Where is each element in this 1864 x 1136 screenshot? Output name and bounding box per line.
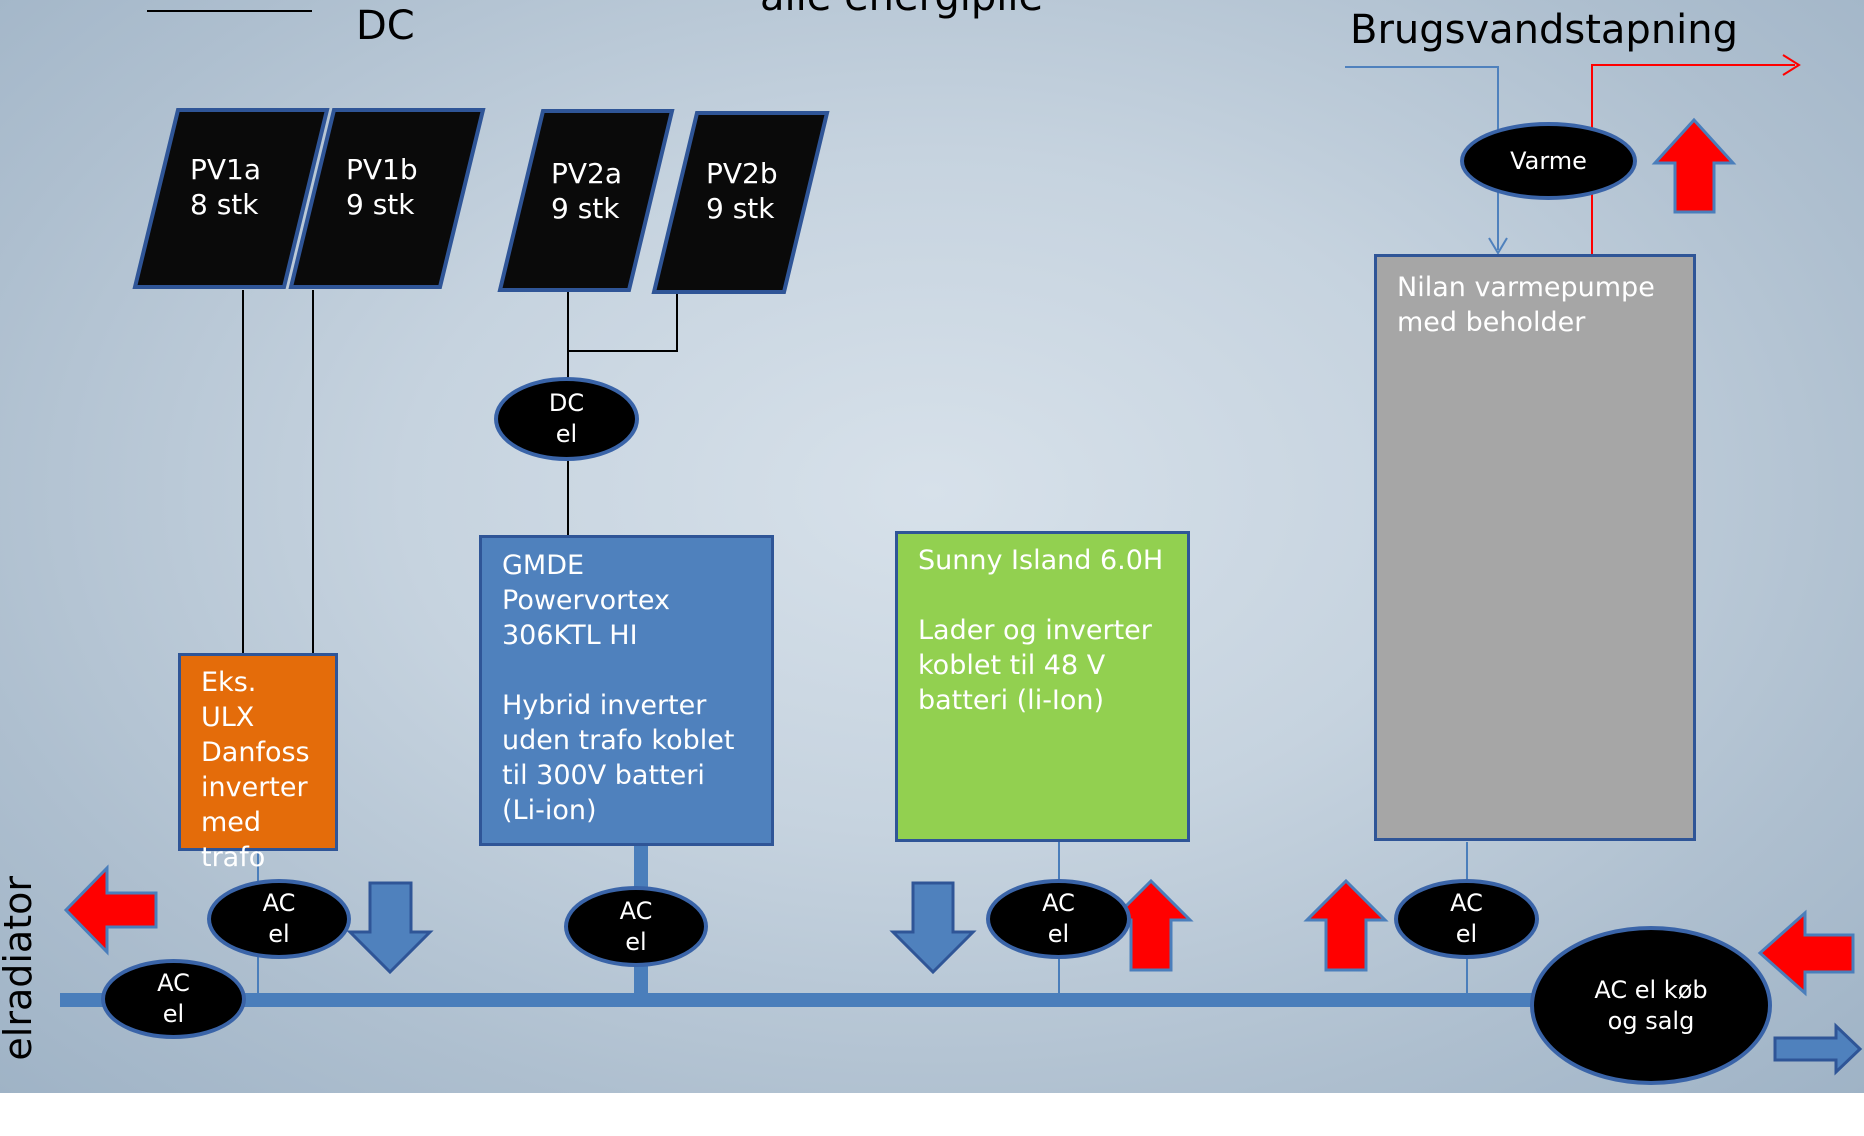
pv2b-panel [651, 111, 830, 294]
dc-wire-pv2b [568, 292, 678, 352]
ac-el-node-sunny: AC el [986, 879, 1131, 959]
center-title: alle energipile [760, 0, 1043, 20]
varme-node: Varme [1460, 122, 1637, 200]
red-up-arrow-icon [1651, 117, 1737, 214]
ac-el-node-powervortex: AC el [564, 886, 708, 967]
red-left-arrow-icon [1757, 909, 1855, 997]
pv2b-label: PV2b 9 stk [706, 157, 778, 225]
powervortex-inverter-box: GMDE Powervortex 306KTL HI Hybrid invert… [479, 535, 774, 846]
pv2a-panel [497, 109, 675, 292]
pv2a-label: PV2a 9 stk [551, 157, 623, 225]
right-title: Brugsvandstapning [1350, 7, 1739, 53]
ac-el-node-radiator: AC el [101, 959, 246, 1039]
left-vertical-label: elradiator [0, 876, 40, 1061]
red-left-arrow-icon [63, 864, 158, 956]
ac-el-node-nilan: AC el [1394, 879, 1539, 959]
danfoss-inverter-box: Eks. ULX Danfoss inverter med trafo [178, 653, 338, 873]
pv1b-panel [288, 108, 486, 289]
blue-right-arrow-icon [1773, 1022, 1863, 1076]
pv1b-label: PV1b 9 stk [346, 153, 418, 221]
red-up-arrow-icon [1303, 878, 1389, 972]
sunny-island-box: Sunny Island 6.0H Lader og inverter kobl… [895, 531, 1190, 842]
ac-el-grid-node: AC el køb og salg [1530, 926, 1772, 1085]
legend-dc-label: DC [356, 3, 415, 49]
pv1a-label: PV1a 8 stk [190, 153, 262, 221]
ac-el-node-danfoss: AC el [207, 879, 351, 959]
dc-el-node: DC el [494, 377, 639, 461]
cold-water-arrowhead [1488, 237, 1508, 255]
diagram-canvas [60, 10, 1863, 1076]
pv1a-panel [132, 108, 330, 289]
hot-water-arrowhead [1782, 54, 1801, 76]
nilan-heat-pump-box: Nilan varmepumpe med beholder [1374, 254, 1696, 841]
ac-bus [60, 993, 1550, 1007]
blue-down-arrow-icon [889, 881, 977, 975]
blue-down-arrow-icon [346, 881, 434, 975]
